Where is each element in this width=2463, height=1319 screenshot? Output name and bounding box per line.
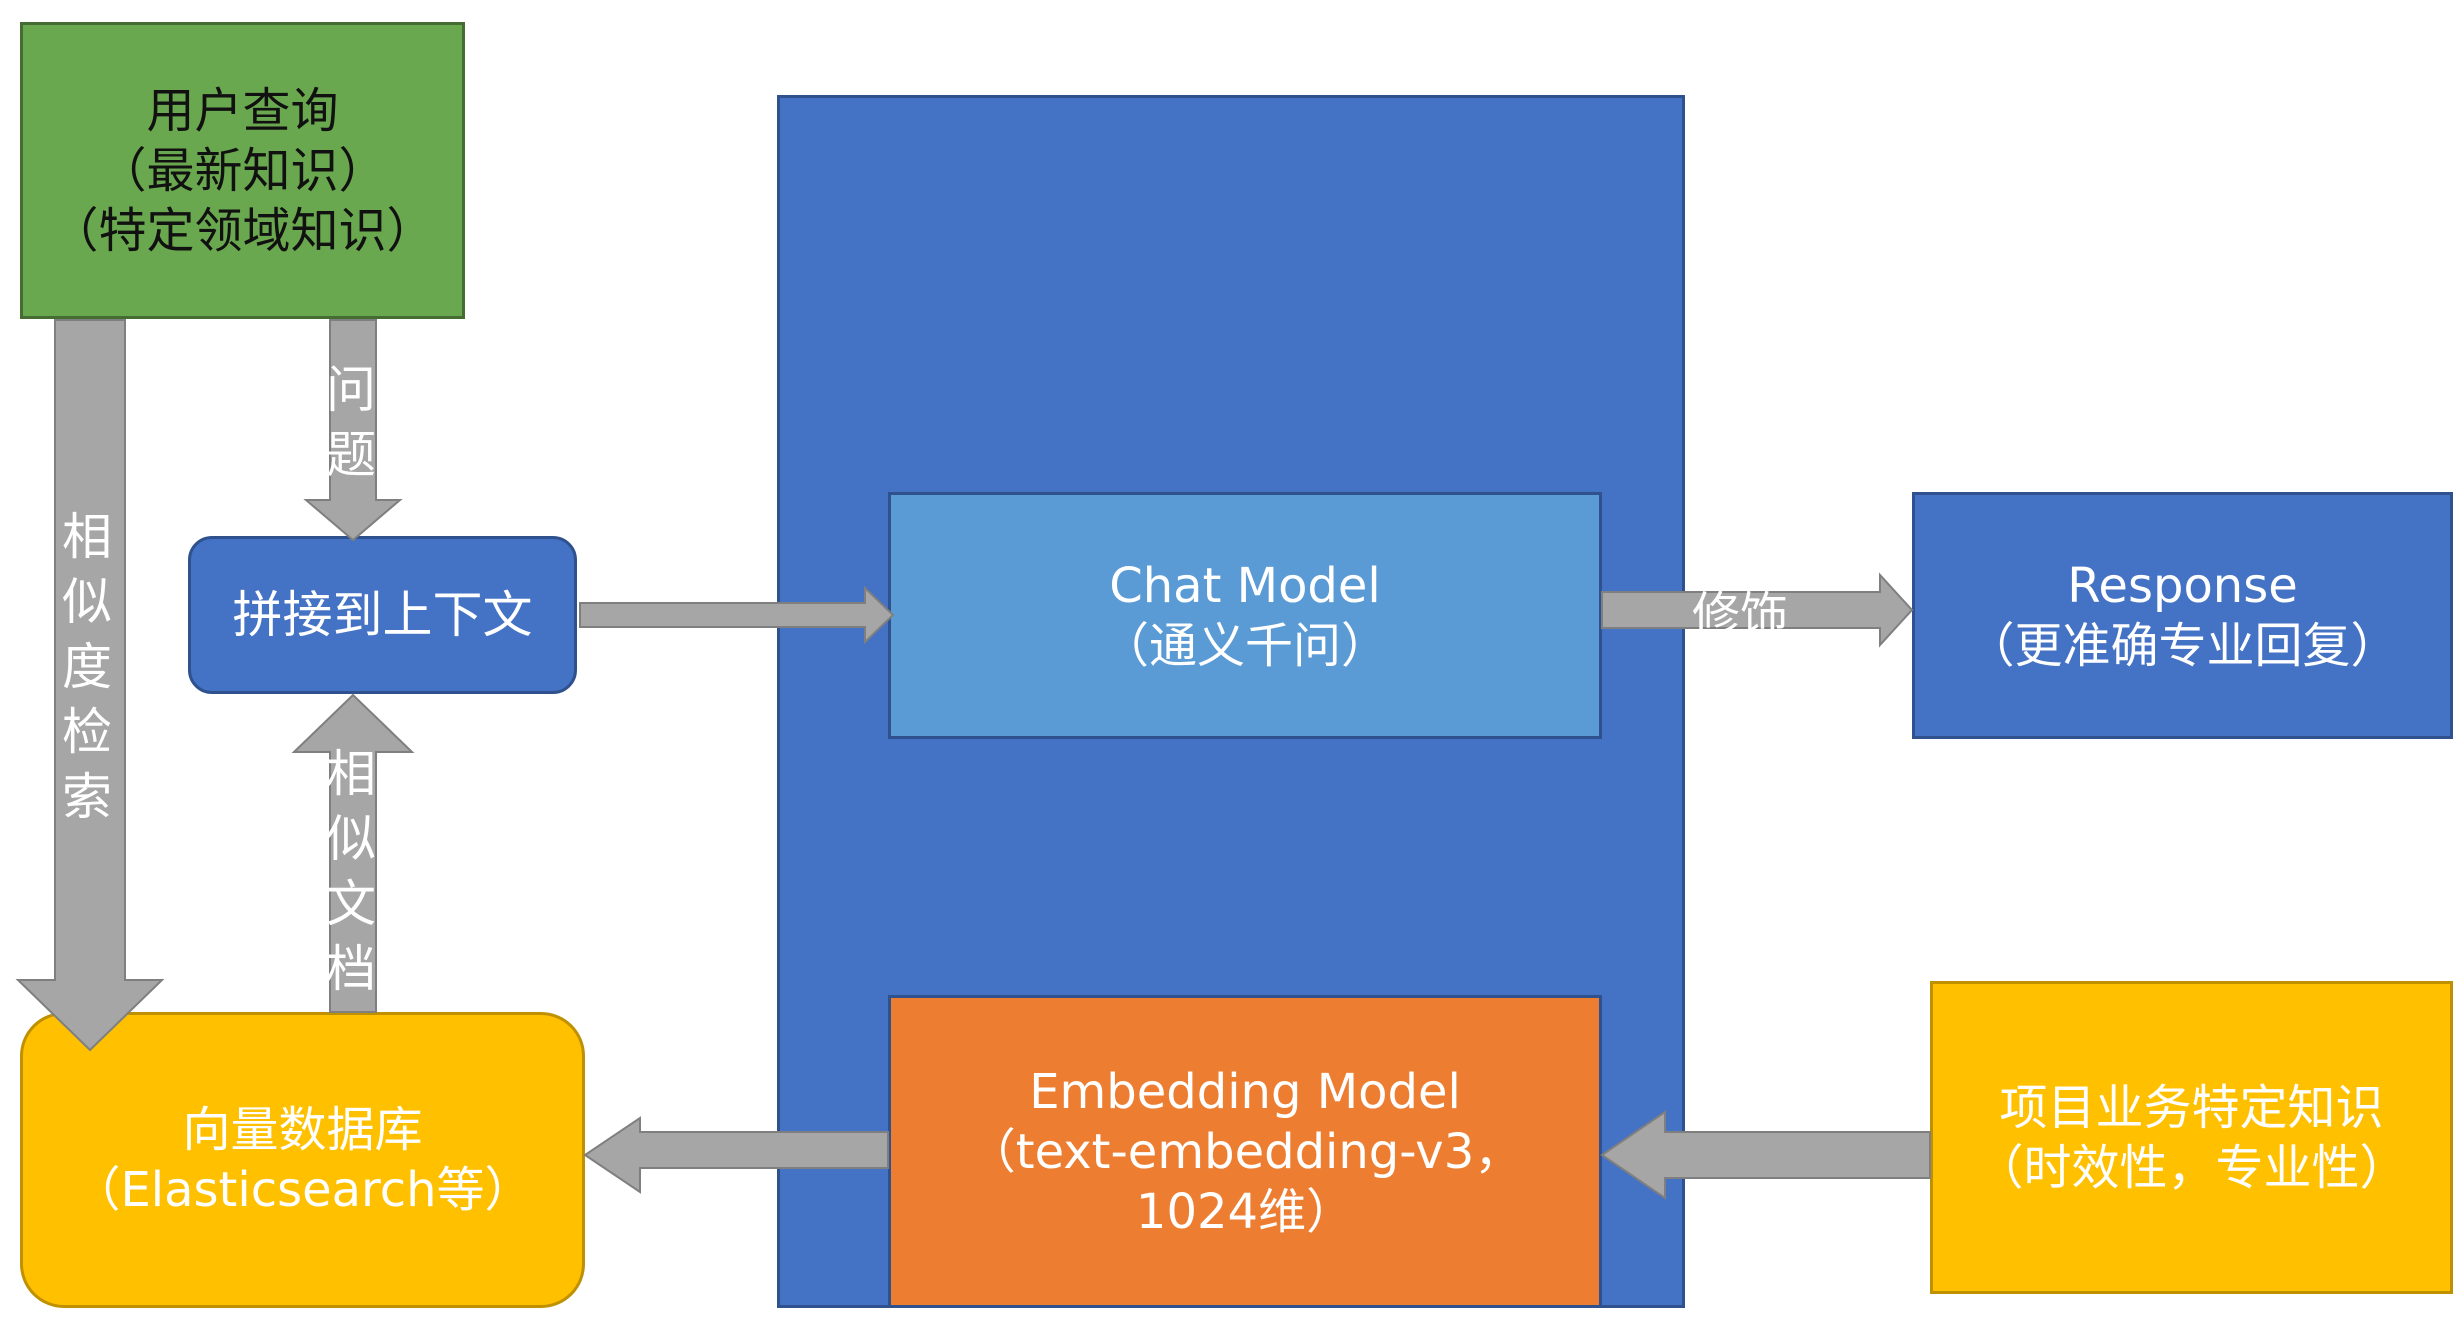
arrow-label-similarity-search-char: 似: [62, 573, 112, 631]
arrow-label-similarity-search: 相 似 度 检 索: [62, 505, 112, 830]
response-title: Response: [2067, 557, 2298, 614]
project-knowledge-title: 项目业务特定知识: [1999, 1079, 2384, 1136]
embedding-model-box: Embedding Model （text-embedding-v3， 1024…: [888, 995, 1602, 1308]
project-knowledge-box: 项目业务特定知识 （时效性，专业性）: [1930, 981, 2453, 1294]
concat-context-box: 拼接到上下文: [188, 536, 577, 694]
arrow-label-similar-docs-char: 文: [326, 875, 376, 933]
project-knowledge-subtitle: （时效性，专业性）: [1975, 1139, 2408, 1196]
arrow-label-similar-docs-char: 相: [326, 745, 376, 803]
arrow-label-question: 问 题: [326, 358, 376, 488]
chat-model-subtitle: （通义千问）: [1100, 617, 1389, 674]
user-query-subtitle-latest: （最新知识）: [98, 142, 387, 199]
vector-database-subtitle: （Elasticsearch等）: [72, 1162, 533, 1218]
arrow-label-similarity-search-char: 检: [62, 703, 112, 761]
embedding-model-dimension: 1024维）: [1135, 1183, 1355, 1240]
response-subtitle: （更准确专业回复）: [1966, 617, 2399, 674]
arrow-label-question-char: 题: [326, 426, 376, 484]
arrow-label-similarity-search-char: 索: [62, 768, 112, 826]
chat-model-title: Chat Model: [1109, 557, 1381, 614]
concat-context-label: 拼接到上下文: [232, 585, 533, 644]
vector-database-title: 向量数据库: [182, 1102, 423, 1158]
response-box: Response （更准确专业回复）: [1912, 492, 2453, 739]
arrow-question: [303, 319, 403, 542]
arrow-chat-to-response: [1601, 572, 1914, 648]
arrow-label-decorate: 修饰: [1692, 587, 1789, 643]
user-query-subtitle-domain: （特定领域知识）: [50, 202, 435, 259]
arrow-knowledge-to-embedding: [1600, 1110, 1931, 1200]
arrow-label-question-char: 问: [326, 361, 376, 419]
vector-database-box: 向量数据库 （Elasticsearch等）: [20, 1012, 585, 1308]
embedding-model-subtitle: （text-embedding-v3，: [967, 1123, 1523, 1180]
embedding-model-title: Embedding Model: [1029, 1063, 1461, 1120]
arrow-concat-to-chat: [579, 585, 895, 645]
user-query-title: 用户查询: [146, 82, 339, 139]
arrow-label-similarity-search-char: 度: [62, 638, 112, 696]
arrow-similar-docs: [291, 693, 415, 1013]
arrow-label-similar-docs-char: 似: [326, 810, 376, 868]
arrow-label-similarity-search-char: 相: [62, 508, 112, 566]
arrow-label-similar-docs: 相 似 文 档: [326, 742, 376, 1002]
arrow-similarity-search: [15, 319, 165, 1052]
arrow-embedding-to-vectordb: [583, 1116, 889, 1194]
user-query-box: 用户查询 （最新知识） （特定领域知识）: [20, 22, 465, 319]
arrow-label-similar-docs-char: 档: [326, 940, 376, 998]
chat-model-box: Chat Model （通义千问）: [888, 492, 1602, 739]
